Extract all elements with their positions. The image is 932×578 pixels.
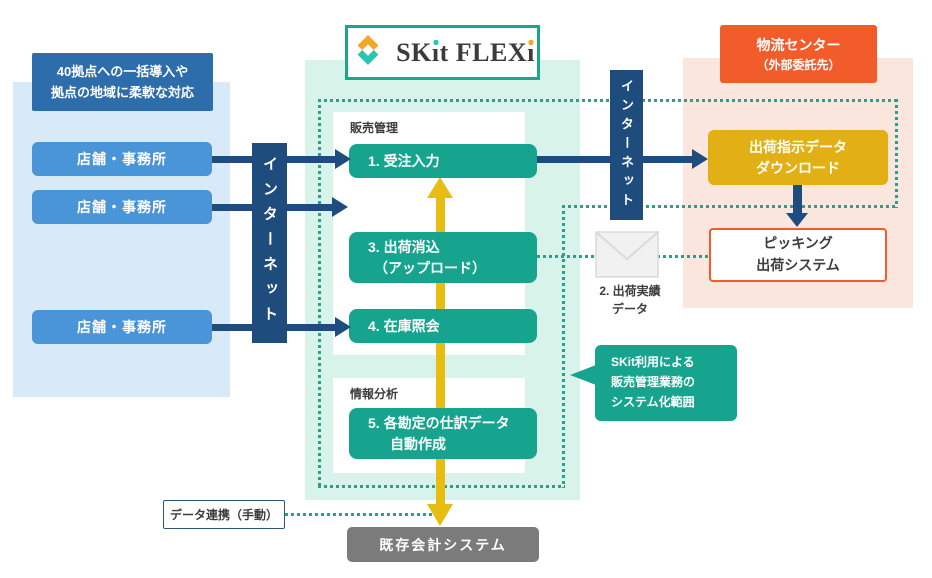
branch-offices-panel [13, 82, 230, 397]
download-line: ダウンロード [756, 159, 840, 176]
callout-line: システム化範囲 [611, 394, 695, 409]
scope-boundary-right-lower [562, 205, 565, 488]
scope-boundary-left [318, 99, 321, 488]
deployment-note-box: 40拠点への一括導入や 拠点の地域に柔軟な対応 [32, 53, 213, 111]
order-entry-label: 1. 受注入力 [368, 152, 440, 169]
sales-management-label: 販売管理 [350, 121, 399, 135]
journal-data-line: 5. 各勘定の仕訳データ [368, 414, 510, 431]
logistics-center-line: 物流センター [756, 36, 841, 53]
information-analysis-label: 情報分析 [350, 387, 399, 401]
logistics-center-line: （外部委託先） [756, 57, 841, 72]
inventory-inquiry-label: 4. 在庫照会 [368, 317, 440, 334]
manual-link-box: データ連携（手動） [163, 500, 285, 529]
internet-label: インターネット [619, 78, 634, 212]
order-entry-box: 1. 受注入力 [349, 144, 537, 178]
shipment-result-line: 2. 出荷実績 [599, 284, 661, 298]
logistics-center-header: 物流センター （外部委託先） [720, 25, 877, 83]
arrow-down-icon [786, 213, 808, 227]
scope-boundary-right-upper [895, 99, 898, 208]
envelope-icon [595, 231, 659, 278]
office-box: 店舗・事務所 [32, 190, 212, 224]
internet-bar-left: インターネット [252, 143, 287, 343]
office-label: 店舗・事務所 [77, 199, 167, 215]
arrow-right-icon [335, 317, 351, 337]
accounting-system-label: 既存会計システム [379, 536, 507, 553]
arrow-right-icon [335, 149, 351, 169]
shipping-instruction-download-box: 出荷指示データ ダウンロード [708, 130, 888, 185]
logo-mark-icon [350, 32, 386, 73]
office-box: 店舗・事務所 [32, 310, 212, 344]
download-to-picking-arrow-shaft [793, 185, 802, 215]
scope-boundary-extension-bottom [562, 205, 898, 208]
journal-data-box: 5. 各勘定の仕訳データ 自動作成 [349, 408, 537, 459]
accounting-system-box: 既存会計システム [347, 527, 539, 562]
manual-link-connector [285, 513, 436, 516]
picking-system-box: ピッキング 出荷システム [709, 228, 887, 282]
office-label: 店舗・事務所 [77, 151, 167, 167]
callout-line: 販売管理業務の [611, 375, 696, 390]
scope-callout: SKit利用による 販売管理業務の システム化範囲 [595, 345, 737, 421]
download-line: 出荷指示データ [749, 138, 847, 155]
shipment-clearing-box: 3. 出荷消込 （アップロード） [349, 232, 537, 283]
shipment-clearing-line: 3. 出荷消込 [368, 238, 440, 255]
arrow-down-icon [427, 504, 453, 526]
data-flow-arrow-shaft [436, 196, 445, 504]
inventory-inquiry-box: 4. 在庫照会 [349, 309, 537, 343]
journal-data-line: 自動作成 [390, 435, 446, 452]
callout-line: SKit利用による [611, 355, 695, 370]
manual-link-label: データ連携（手動） [169, 508, 278, 522]
shipment-result-line: データ [611, 302, 648, 316]
picking-line: 出荷システム [756, 257, 840, 273]
shipment-result-label: 2. 出荷実績 データ [580, 282, 680, 318]
office-label: 店舗・事務所 [77, 319, 167, 335]
internet-label: インターネット [261, 155, 278, 331]
scope-boundary-top [318, 99, 898, 102]
callout-pointer-icon [570, 365, 596, 385]
note-line: 40拠点への一括導入や [56, 63, 189, 79]
internet-bar-right: インターネット [610, 70, 643, 220]
picking-line: ピッキング [763, 235, 833, 252]
arrow-right-icon [692, 149, 708, 169]
note-line: 拠点の地域に柔軟な対応 [50, 85, 194, 100]
shipment-clearing-line: （アップロード） [374, 259, 486, 276]
office-box: 店舗・事務所 [32, 142, 212, 176]
arrow-right-icon [332, 197, 348, 217]
arrow-up-icon [427, 177, 453, 198]
logo-text: SKıt FLEXı [396, 37, 535, 67]
skit-flexi-logo: SKıt FLEXı [345, 25, 540, 80]
